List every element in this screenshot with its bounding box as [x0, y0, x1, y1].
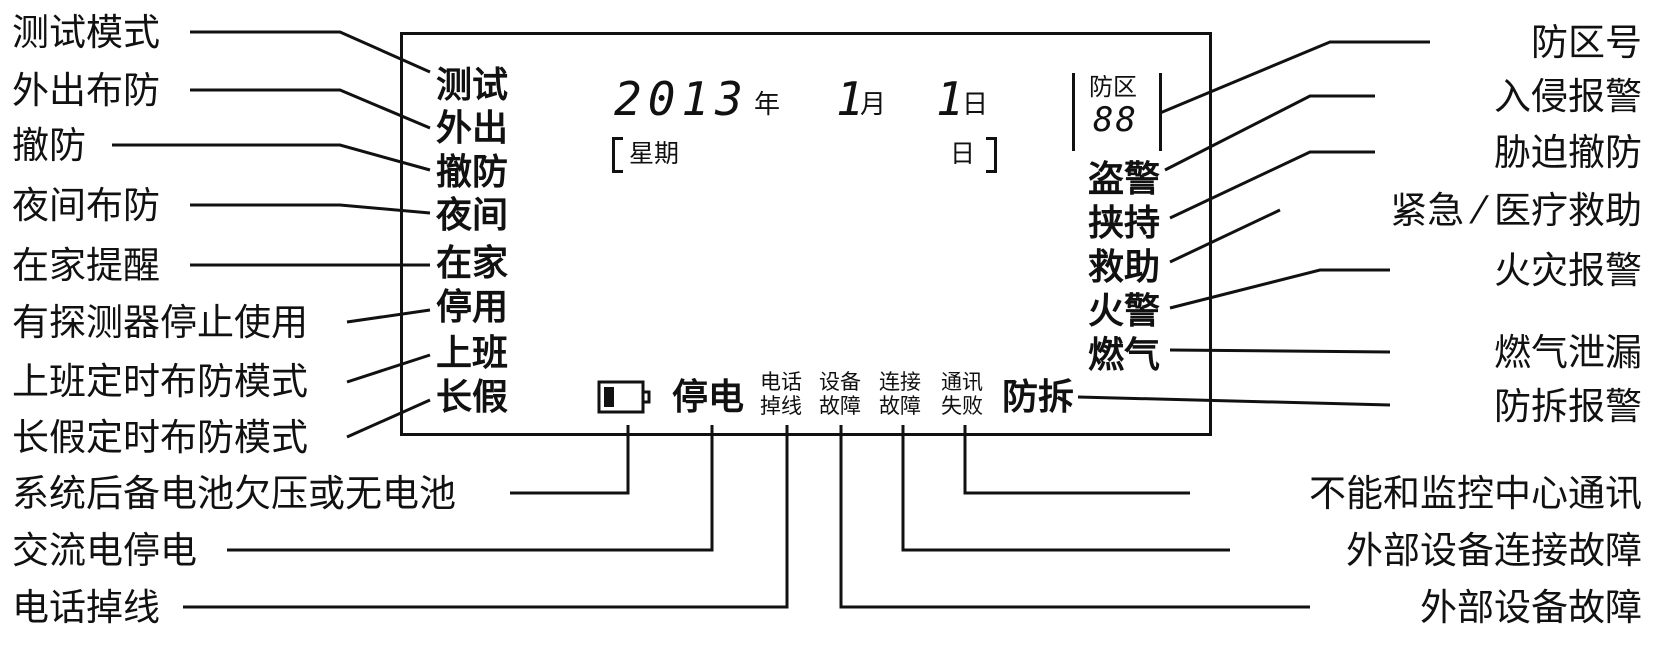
week-label: 星期 — [629, 139, 680, 168]
leader-duress — [1169, 150, 1375, 220]
label-phone-line-dropped: 电话掉线 — [12, 586, 160, 629]
indicator-comm-fail-bottom: 失败 — [941, 394, 983, 419]
indicator-holiday: 长假 — [436, 377, 509, 418]
date-day: 1 — [936, 72, 970, 126]
leader-detector-disabled — [346, 308, 431, 324]
label-disarm: 撤防 — [12, 124, 86, 167]
leader-connection-fault — [901, 425, 1230, 552]
label-night-arm: 夜间布防 — [12, 184, 160, 227]
label-gas-leak: 燃气泄漏 — [1494, 331, 1642, 374]
leader-disarm — [112, 143, 431, 172]
indicator-phone-line-bottom: 掉线 — [760, 394, 802, 419]
week-box: 星期 日 — [612, 137, 997, 173]
label-external-device-fault: 外部设备故障 — [1420, 586, 1642, 629]
indicator-device-fault: 设备 故障 — [819, 370, 861, 418]
leader-phone-line — [183, 425, 789, 609]
indicator-test: 测试 — [436, 65, 509, 106]
leader-emergency — [1169, 208, 1281, 264]
label-duress-disarm: 胁迫撤防 — [1494, 131, 1642, 174]
leader-device-fault — [839, 425, 1310, 609]
indicator-disarm: 撤防 — [436, 152, 509, 193]
indicator-connection-fault: 连接 故障 — [879, 370, 921, 418]
leader-gas — [1169, 348, 1391, 354]
indicator-device-fault-top: 设备 — [819, 370, 861, 394]
indicator-phone-line-top: 电话 — [760, 370, 802, 394]
date-month: 1 — [836, 72, 870, 126]
indicator-work: 上班 — [436, 333, 509, 374]
label-tamper-alarm: 防拆报警 — [1494, 385, 1642, 428]
label-work-timer: 上班定时布防模式 — [12, 360, 308, 403]
indicator-comm-fail-top: 通讯 — [941, 370, 983, 394]
label-zone-number: 防区号 — [1531, 21, 1642, 64]
leader-comm-fail — [963, 425, 1190, 495]
date-month-unit: 月 — [860, 90, 887, 120]
date-year-unit: 年 — [754, 90, 781, 120]
date-day-unit: 日 — [962, 90, 989, 120]
indicator-phone-line: 电话 掉线 — [760, 370, 802, 418]
leader-intrusion — [1164, 94, 1375, 172]
indicator-fire: 火警 — [1088, 291, 1161, 332]
lcd-panel — [400, 32, 1212, 436]
label-fire-alarm: 火灾报警 — [1494, 249, 1642, 292]
leader-fire — [1169, 268, 1390, 310]
indicator-power-off: 停电 — [672, 377, 745, 418]
indicator-gas: 燃气 — [1088, 335, 1161, 376]
indicator-device-fault-bottom: 故障 — [819, 394, 861, 419]
leader-zone-number — [1159, 40, 1430, 115]
leader-ac-power — [227, 425, 714, 552]
label-away-arm: 外出布防 — [12, 69, 160, 112]
zone-label: 防区 — [1089, 73, 1137, 101]
indicator-disabled: 停用 — [436, 287, 509, 328]
leader-battery — [510, 425, 630, 495]
label-ac-power-off: 交流电停电 — [12, 529, 197, 572]
indicator-away: 外出 — [436, 108, 509, 149]
leader-night-arm — [190, 203, 431, 215]
leader-away-arm — [190, 88, 431, 130]
indicator-burglary: 盗警 — [1088, 159, 1161, 200]
label-home-remind: 在家提醒 — [12, 244, 160, 287]
zone-digits: 88 — [1093, 100, 1138, 140]
leader-work-timer — [346, 353, 431, 384]
indicator-tamper: 防拆 — [1002, 377, 1075, 418]
week-value: 日 — [950, 139, 976, 168]
indicator-connection-fault-top: 连接 — [879, 370, 921, 394]
label-external-connection-fault: 外部设备连接故障 — [1346, 529, 1642, 572]
label-battery-low: 系统后备电池欠压或无电池 — [12, 472, 456, 515]
leader-tamper — [1077, 395, 1391, 407]
indicator-duress: 挟持 — [1088, 203, 1161, 244]
label-detector-disabled: 有探测器停止使用 — [12, 301, 308, 344]
label-intrusion-alarm: 入侵报警 — [1494, 75, 1642, 118]
zone-box: 防区 88 — [1072, 73, 1162, 151]
indicator-connection-fault-bottom: 故障 — [879, 394, 921, 419]
label-holiday-timer: 长假定时布防模式 — [12, 416, 308, 459]
leader-holiday-timer — [346, 398, 431, 439]
label-emergency-medical: 紧急 ⁄ 医疗救助 — [1390, 189, 1642, 232]
indicator-home: 在家 — [436, 243, 509, 284]
indicator-assist: 救助 — [1088, 247, 1161, 288]
leader-test-mode — [190, 30, 431, 74]
label-test-mode: 测试模式 — [12, 11, 160, 54]
indicator-night: 夜间 — [436, 195, 509, 236]
label-comm-center-fail: 不能和监控中心通讯 — [1309, 472, 1642, 515]
date-year: 2013 — [614, 72, 749, 126]
battery-icon — [597, 380, 651, 414]
indicator-comm-fail: 通讯 失败 — [941, 370, 983, 418]
